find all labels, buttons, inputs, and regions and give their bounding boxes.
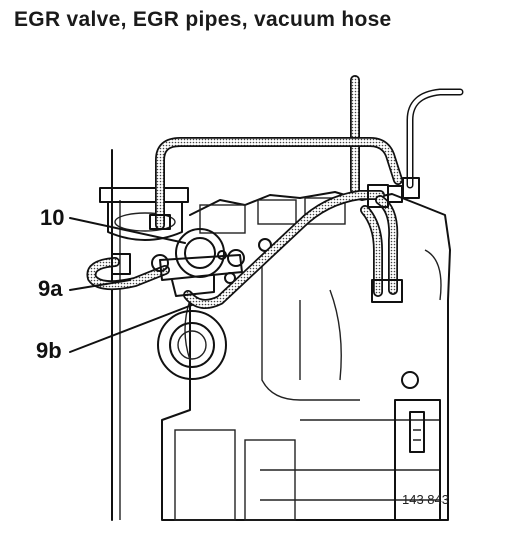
callout-9a: 9a: [38, 276, 63, 301]
egr-pipe-right: [360, 195, 399, 297]
leader-lines: [69, 217, 193, 353]
egr-pipe-9a: [86, 253, 170, 291]
figure-number: 143 843: [402, 492, 449, 507]
round-flange: [157, 310, 227, 380]
vacuum-hose: [402, 88, 464, 199]
intake-neck: [99, 187, 189, 241]
egr-pipe-9b: [183, 190, 385, 309]
egr-valve: [151, 228, 245, 297]
engine-block: [161, 191, 451, 521]
callout-10: 10: [40, 205, 65, 230]
diagram-title: EGR valve, EGR pipes, vacuum hose: [14, 8, 392, 31]
callout-9b: 9b: [36, 338, 62, 363]
pipe-fittings: [149, 184, 403, 303]
egr-pipe-upper-loop: [155, 137, 403, 230]
